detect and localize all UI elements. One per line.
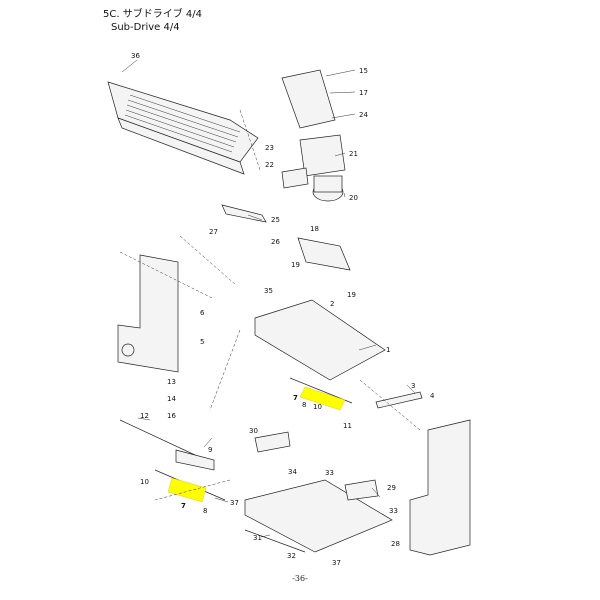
callout-leaders xyxy=(121,59,416,538)
roller-lower-highlighted xyxy=(167,477,207,503)
callout-20: 20 xyxy=(349,194,358,202)
callout-33-lower: 33 xyxy=(389,507,398,515)
callout-3: 3 xyxy=(411,382,415,390)
callout-33-upper: 33 xyxy=(325,469,334,477)
callout-9: 9 xyxy=(208,446,212,454)
callout-29: 29 xyxy=(387,484,396,492)
callout-15: 15 xyxy=(359,67,368,75)
bracket-30-part xyxy=(254,431,291,453)
bracket-9-part xyxy=(175,449,215,471)
callout-37-lower: 37 xyxy=(332,559,341,567)
bracket-3-part xyxy=(375,391,423,409)
callout-17: 17 xyxy=(359,89,368,97)
callout-27: 27 xyxy=(209,228,218,236)
callout-12: 12 xyxy=(140,412,149,420)
title-japanese: 5C. サブドライブ 4/4 xyxy=(103,9,202,20)
callout-13: 13 xyxy=(167,378,176,386)
callout-10-lower: 10 xyxy=(140,478,149,486)
callout-labels: 36 15 17 24 23 21 22 20 25 27 26 18 19 1… xyxy=(131,52,435,567)
cover-grille-part xyxy=(107,81,259,175)
page-number: -36- xyxy=(292,574,308,583)
motor-body-part xyxy=(313,175,343,193)
callout-16: 16 xyxy=(167,412,176,420)
callout-19-left: 19 xyxy=(291,261,300,269)
callout-8-lower: 8 xyxy=(203,507,207,515)
title-english: Sub-Drive 4/4 xyxy=(111,22,180,33)
heatsink-part xyxy=(281,69,336,129)
callout-7-lower: 7 xyxy=(181,502,186,510)
lower-plate-part xyxy=(244,479,393,553)
block-part xyxy=(281,167,309,189)
bracket-25-part xyxy=(221,204,267,223)
assembly-guide-lines xyxy=(119,109,421,501)
callout-22: 22 xyxy=(265,161,274,169)
left-side-frame xyxy=(117,254,179,373)
roller-upper-highlighted xyxy=(299,386,346,411)
right-side-frame xyxy=(409,419,471,556)
callout-23: 23 xyxy=(265,144,274,152)
callout-37-upper: 37 xyxy=(230,499,239,507)
callout-6: 6 xyxy=(200,309,205,317)
callout-11: 11 xyxy=(343,422,352,430)
callout-32: 32 xyxy=(287,552,296,560)
callout-21: 21 xyxy=(349,150,358,158)
callout-31: 31 xyxy=(253,534,262,542)
main-plate-part xyxy=(254,299,386,381)
callout-4: 4 xyxy=(430,392,435,400)
callout-34: 34 xyxy=(288,468,297,476)
callout-14: 14 xyxy=(167,395,176,403)
callout-18: 18 xyxy=(310,225,319,233)
callout-8-upper: 8 xyxy=(302,401,306,409)
callout-19-right: 19 xyxy=(347,291,356,299)
callout-2: 2 xyxy=(330,300,334,308)
callout-30: 30 xyxy=(249,427,258,435)
bracket-18-part xyxy=(297,237,351,271)
page-header: 5C. サブドライブ 4/4 Sub-Drive 4/4 xyxy=(103,8,202,34)
callout-5: 5 xyxy=(200,338,204,346)
callout-7-upper: 7 xyxy=(293,394,298,402)
callout-24: 24 xyxy=(359,111,368,119)
tube-part xyxy=(244,529,306,553)
callout-28: 28 xyxy=(391,540,400,548)
callout-36: 36 xyxy=(131,52,140,60)
callout-25: 25 xyxy=(271,216,280,224)
callout-10-upper: 10 xyxy=(313,403,322,411)
callout-26: 26 xyxy=(271,238,280,246)
callout-1: 1 xyxy=(386,346,390,354)
motor-bracket-part xyxy=(299,134,346,177)
callout-35: 35 xyxy=(264,287,273,295)
